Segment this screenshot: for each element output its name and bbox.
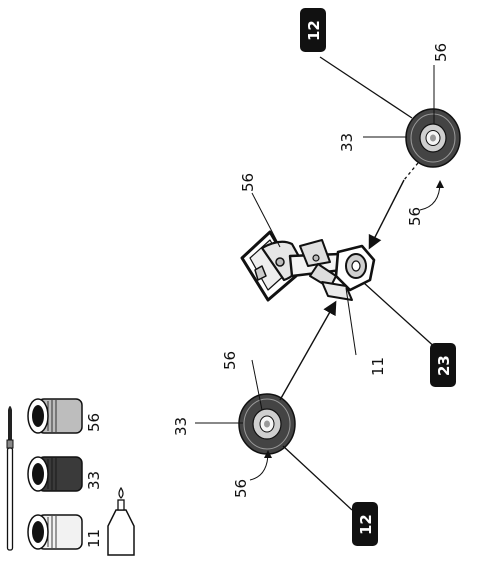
- gear-top-code: 56: [239, 173, 257, 192]
- paint-code-33: 33: [85, 471, 103, 490]
- paint-legend: 11 33 56: [6, 398, 135, 556]
- left-wheel-direction-code: 56: [232, 479, 250, 498]
- paint-jar-33: [27, 456, 83, 492]
- right-wheel-tire-code: 33: [338, 133, 356, 152]
- glue-tube-icon: [107, 486, 135, 556]
- right-wheel-part-badge: 12: [300, 8, 326, 52]
- left-wheel-part-number: 12: [357, 514, 375, 535]
- landing-gear-part-badge: 23: [430, 343, 456, 387]
- gear-strut-code: 11: [369, 357, 387, 376]
- left-wheel-tire-code: 33: [172, 417, 190, 436]
- paint-code-56: 56: [85, 413, 103, 432]
- right-wheel-hub-code: 56: [432, 43, 450, 62]
- paintbrush-icon: [6, 406, 14, 551]
- left-wheel-part-badge: 12: [352, 502, 378, 546]
- paint-jar-56: [27, 398, 83, 434]
- right-wheel: [405, 108, 461, 168]
- right-wheel-direction-code: 56: [406, 207, 424, 226]
- paint-jar-11: [27, 514, 83, 550]
- left-wheel: [238, 393, 296, 455]
- left-wheel-hub-code: 56: [221, 351, 239, 370]
- right-wheel-part-number: 12: [305, 20, 323, 41]
- landing-gear-assembly: [240, 230, 376, 302]
- landing-gear-part-number: 23: [435, 355, 453, 376]
- paint-code-11: 11: [85, 529, 103, 548]
